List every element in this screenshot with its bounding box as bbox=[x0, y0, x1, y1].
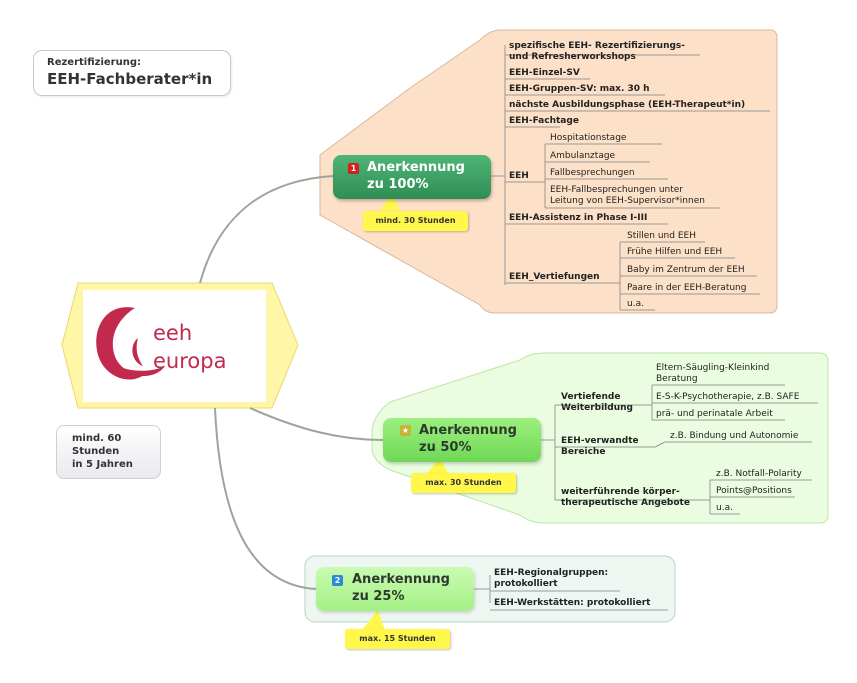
item-workshops[interactable]: spezifische EEH- Rezertifizierungs- und … bbox=[509, 41, 686, 62]
item-esk-psychotherapie[interactable]: E-S-K-Psychotherapie, z.B. SAFE bbox=[656, 392, 800, 402]
item-vertiefungen[interactable]: EEH_Vertiefungen bbox=[509, 272, 600, 282]
item-gruppen-sv[interactable]: EEH-Gruppen-SV: max. 30 h bbox=[509, 84, 650, 94]
logo-text-europa: europa bbox=[153, 349, 226, 373]
item-stillen[interactable]: Stillen und EEH bbox=[627, 231, 696, 241]
item-ua-50[interactable]: u.a. bbox=[716, 503, 733, 513]
hours-note[interactable] bbox=[56, 425, 161, 479]
callout-25[interactable]: max. 15 Stunden bbox=[345, 629, 450, 649]
item-hospitationstage[interactable]: Hospitationstage bbox=[550, 133, 627, 143]
item-fallbesprechungen[interactable]: Fallbesprechungen bbox=[550, 168, 635, 178]
item-vertiefende-weiterbildung[interactable]: Vertiefende Weiterbildung bbox=[561, 392, 633, 413]
item-verwandte-bereiche[interactable]: EEH-verwandte Bereiche bbox=[561, 436, 639, 457]
item-eeh[interactable]: EEH bbox=[509, 171, 529, 181]
node-100-title-2: zu 100% bbox=[367, 177, 429, 192]
item-ambulanztage[interactable]: Ambulanztage bbox=[550, 151, 616, 161]
item-esk-beratung[interactable]: Eltern-Säugling-Kleinkind Beratung bbox=[656, 363, 770, 384]
node-anerkennung-25[interactable]: 2 Anerkennung zu 25% bbox=[316, 567, 474, 611]
item-bindung-autonomie[interactable]: z.B. Bindung und Autonomie bbox=[670, 431, 799, 441]
node-50-title-2: zu 50% bbox=[419, 440, 472, 455]
item-ua-100[interactable]: u.a. bbox=[627, 299, 644, 309]
central-node[interactable]: eeh europa bbox=[83, 290, 266, 402]
priority-1-icon: 1 bbox=[348, 163, 359, 174]
callout-100[interactable]: mind. 30 Stunden bbox=[363, 211, 468, 231]
callout-50[interactable]: max. 30 Stunden bbox=[411, 473, 516, 493]
item-einzel-sv[interactable]: EEH-Einzel-SV bbox=[509, 68, 580, 78]
hours-note-text: mind. 60 Stunden in 5 Jahren bbox=[72, 433, 133, 470]
item-koerpertherapie[interactable]: weiterführende körper- therapeutische An… bbox=[561, 487, 690, 508]
item-notfall-polarity[interactable]: z.B. Notfall-Polarity bbox=[716, 469, 802, 479]
node-100-title-1: Anerkennung bbox=[367, 160, 465, 175]
node-50-title-1: Anerkennung bbox=[419, 423, 517, 438]
node-anerkennung-50[interactable]: ★ Anerkennung zu 50% bbox=[383, 418, 541, 462]
item-fruehe-hilfen[interactable]: Frühe Hilfen und EEH bbox=[627, 247, 723, 257]
item-points-positions[interactable]: Points@Positions bbox=[716, 486, 792, 496]
item-ausbildung[interactable]: nächste Ausbildungsphase (EEH-Therapeut*… bbox=[509, 100, 746, 110]
item-paare[interactable]: Paare in der EEH-Beratung bbox=[627, 283, 747, 293]
star-icon: ★ bbox=[400, 425, 411, 436]
title-line-2: EEH-Fachberater*in bbox=[47, 70, 213, 88]
item-assistenz[interactable]: EEH-Assistenz in Phase I-III bbox=[509, 213, 648, 223]
node-25-title-1: Anerkennung bbox=[352, 572, 450, 587]
item-praenatale-arbeit[interactable]: prä- und perinatale Arbeit bbox=[656, 409, 773, 419]
item-fachtage[interactable]: EEH-Fachtage bbox=[509, 116, 579, 126]
node-anerkennung-100[interactable]: 1 Anerkennung zu 100% bbox=[333, 155, 491, 199]
title-box[interactable] bbox=[33, 50, 231, 96]
logo-text-eeh: eeh bbox=[153, 321, 192, 345]
item-eeh-fallbesprechungen[interactable]: EEH-Fallbesprechungen unter Leitung von … bbox=[550, 185, 705, 206]
item-regionalgruppen[interactable]: EEH-Regionalgruppen: protokolliert bbox=[494, 568, 609, 589]
eeh-europa-logo: eeh europa bbox=[96, 307, 226, 380]
node-25-title-2: zu 25% bbox=[352, 589, 405, 604]
item-baby-im-zentrum[interactable]: Baby im Zentrum der EEH bbox=[627, 265, 745, 275]
item-werkstaetten[interactable]: EEH-Werkstätten: protokolliert bbox=[494, 598, 651, 608]
title-line-1: Rezertifizierung: bbox=[47, 57, 141, 68]
priority-2-icon: 2 bbox=[332, 575, 343, 586]
